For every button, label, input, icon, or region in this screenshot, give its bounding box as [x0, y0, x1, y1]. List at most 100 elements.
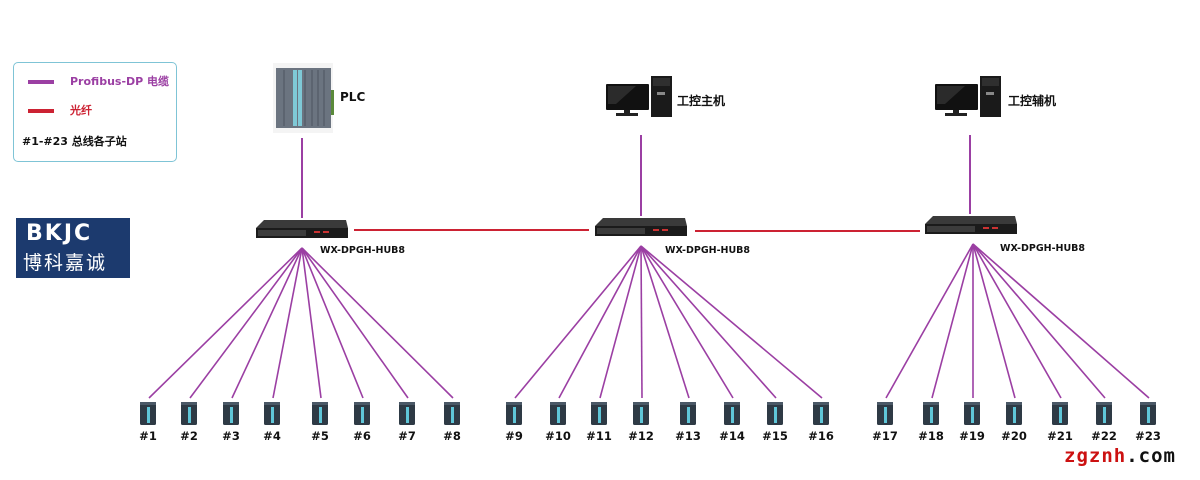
- station-label: #13: [675, 429, 701, 443]
- station-module-icon: [923, 402, 939, 425]
- profibus-drop: [885, 243, 974, 399]
- station-label: #12: [628, 429, 654, 443]
- profibus-drop: [599, 245, 642, 399]
- profibus-drop: [148, 247, 303, 399]
- station-module-icon: [813, 402, 829, 425]
- module-strip: [451, 407, 454, 423]
- station-module-icon: [181, 402, 197, 425]
- plc-strip: [293, 70, 297, 126]
- module-top: [550, 402, 566, 405]
- station-label: #14: [719, 429, 745, 443]
- watermark-part2: .com: [1126, 445, 1176, 467]
- module-strip: [971, 407, 974, 423]
- station-label: #6: [353, 429, 371, 443]
- station-module-icon: [1096, 402, 1112, 425]
- module-strip: [319, 407, 322, 423]
- station-module-icon: [264, 402, 280, 425]
- module-strip: [406, 407, 409, 423]
- hub-device-icon: [595, 218, 687, 236]
- module-top: [964, 402, 980, 405]
- legend-item-fiber: 光纤: [14, 100, 176, 120]
- watermark: zgznh.com: [1064, 445, 1176, 467]
- profibus-drop: [301, 247, 454, 399]
- legend-item-stations: #1-#23 总线各子站: [14, 131, 176, 151]
- profibus-drop: [972, 243, 1062, 399]
- module-strip: [188, 407, 191, 423]
- module-top: [140, 402, 156, 405]
- hub-led: [992, 227, 998, 229]
- module-top: [1052, 402, 1068, 405]
- hub-label: WX-DPGH-HUB8: [665, 245, 751, 256]
- station-module-icon: [633, 402, 649, 425]
- legend-label: #1-#23 总线各子站: [22, 135, 127, 148]
- monitor-gloss: [937, 86, 965, 104]
- legend-label: Profibus-DP 电缆: [70, 75, 170, 88]
- station-label: #20: [1001, 429, 1027, 443]
- module-top: [223, 402, 239, 405]
- profibus-drop: [558, 245, 642, 399]
- module-top: [181, 402, 197, 405]
- hub-ports: [597, 228, 645, 234]
- station-label: #22: [1091, 429, 1117, 443]
- module-strip: [930, 407, 933, 423]
- station-module-icon: [1140, 402, 1156, 425]
- station-module-icon: [550, 402, 566, 425]
- hub-ports: [927, 226, 975, 232]
- module-top: [724, 402, 740, 405]
- module-top: [399, 402, 415, 405]
- aux-pc-label: 工控辅机: [1008, 94, 1057, 108]
- module-top: [1006, 402, 1022, 405]
- company-logo: BKJC 博科嘉诚: [16, 218, 130, 278]
- station-label: #9: [505, 429, 523, 443]
- station-label: #1: [139, 429, 157, 443]
- station-module-icon: [591, 402, 607, 425]
- station-module-icon: [399, 402, 415, 425]
- station-label: #3: [222, 429, 240, 443]
- hub-device-icon: [925, 216, 1017, 234]
- module-strip: [820, 407, 823, 423]
- module-top: [767, 402, 783, 405]
- module-top: [264, 402, 280, 405]
- profibus-drop: [640, 245, 734, 399]
- station-label: #7: [398, 429, 416, 443]
- watermark-part1: zgznh: [1064, 445, 1127, 467]
- module-strip: [513, 407, 516, 423]
- module-top: [923, 402, 939, 405]
- module-top: [1096, 402, 1112, 405]
- plc-label: PLC: [340, 90, 366, 104]
- profibus-drop: [640, 245, 643, 399]
- tower-logo: [986, 92, 994, 95]
- station-module-icon: [140, 402, 156, 425]
- hub-label: WX-DPGH-HUB8: [320, 245, 406, 256]
- aux-pc-icon: [935, 76, 1001, 117]
- tower-drive: [653, 78, 670, 86]
- station-label: #16: [808, 429, 834, 443]
- station-label: #21: [1047, 429, 1073, 443]
- tower: [980, 76, 1001, 117]
- profibus-drop: [231, 247, 303, 399]
- module-top: [1140, 402, 1156, 405]
- legend-item-profibus: Profibus-DP 电缆: [14, 71, 176, 91]
- module-strip: [1059, 407, 1062, 423]
- module-top: [354, 402, 370, 405]
- monitor-base: [945, 113, 967, 116]
- monitor-neck: [953, 110, 959, 114]
- profibus-drop: [640, 245, 690, 399]
- station-label: #23: [1135, 429, 1161, 443]
- hub-led: [323, 231, 329, 233]
- hub-led: [653, 229, 659, 231]
- hub-device-icon: [256, 220, 348, 238]
- module-strip: [230, 407, 233, 423]
- hub-ports: [258, 230, 306, 236]
- station-label: #2: [180, 429, 198, 443]
- profibus-drop: [189, 247, 303, 399]
- plc-body: [276, 68, 331, 128]
- module-strip: [147, 407, 150, 423]
- tower: [651, 76, 672, 117]
- monitor-neck: [624, 110, 630, 114]
- tower-logo: [657, 92, 665, 95]
- hub-label: WX-DPGH-HUB8: [1000, 243, 1086, 254]
- module-top: [312, 402, 328, 405]
- station-module-icon: [1006, 402, 1022, 425]
- module-top: [506, 402, 522, 405]
